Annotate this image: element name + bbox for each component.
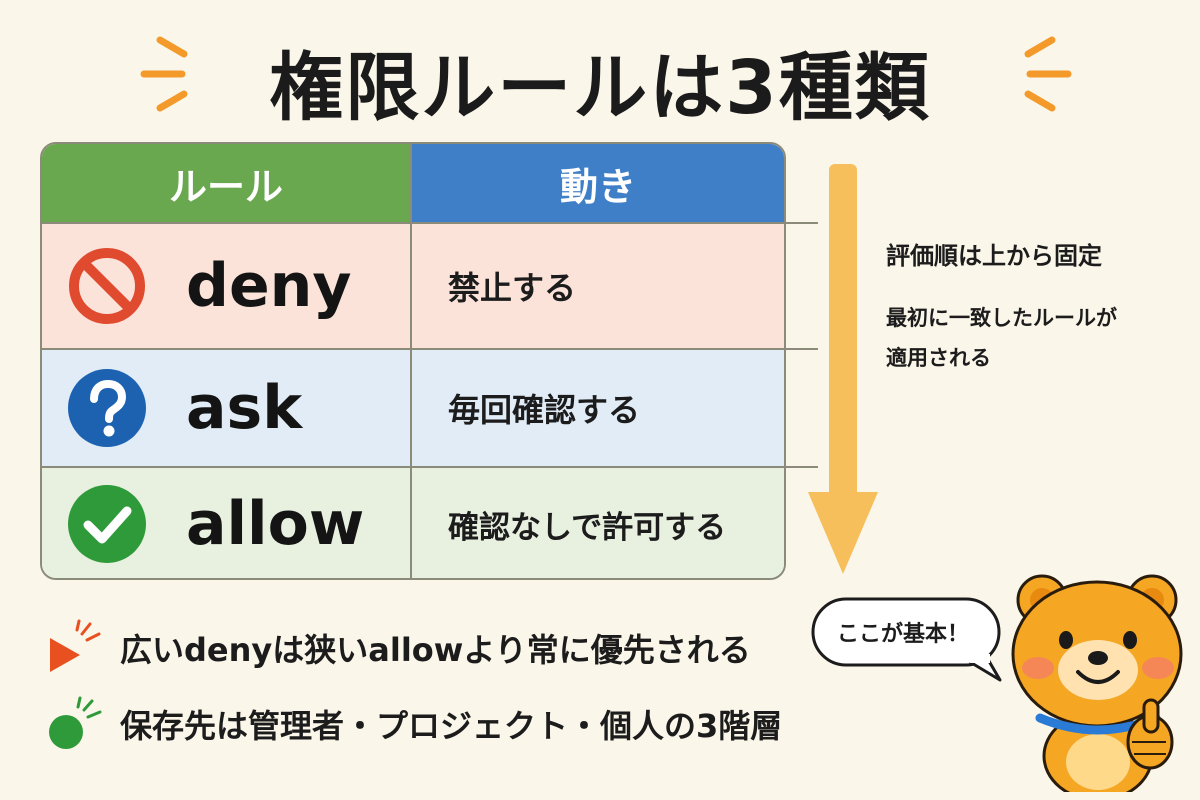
- rule-name-ask: ask: [186, 373, 303, 443]
- rule-cell-allow: allow: [42, 468, 412, 578]
- action-text-ask: 毎回確認する: [448, 391, 641, 429]
- table-row-ask: ask 毎回確認する: [42, 350, 784, 468]
- triangle-play-icon: [50, 619, 101, 672]
- table-header-row: ルール 動き: [42, 144, 784, 224]
- question-icon: [68, 369, 146, 447]
- table-row-deny: deny 禁止する: [42, 224, 784, 350]
- rule-name-deny: deny: [186, 251, 352, 321]
- action-cell-deny: 禁止する: [412, 224, 784, 348]
- burst-left-icon: [140, 36, 188, 112]
- note-item: 広いdenyは狭いallowより常に優先される: [44, 618, 751, 678]
- check-icon: [68, 485, 146, 563]
- action-cell-allow: 確認なしで許可する: [412, 468, 784, 578]
- row-guide-line: [786, 348, 818, 350]
- evaluation-order-title: 評価順は上から固定: [886, 242, 1102, 270]
- down-arrow-icon: [808, 164, 878, 574]
- note-text: 広いdenyは狭いallowより常に優先される: [120, 631, 751, 669]
- action-text-deny: 禁止する: [448, 269, 577, 307]
- note-text: 保存先は管理者・プロジェクト・個人の3階層: [120, 707, 783, 745]
- speech-bubble-text: ここが基本！: [836, 622, 969, 647]
- evaluation-order-line: 最初に一致したルールが: [886, 306, 1117, 330]
- evaluation-order-description: 最初に一致したルールが 適用される: [886, 298, 1186, 378]
- rule-name-allow: allow: [186, 489, 365, 559]
- row-guide-line: [786, 222, 818, 224]
- speech-bubble: [811, 597, 1002, 682]
- action-cell-ask: 毎回確認する: [412, 350, 784, 466]
- bear-mascot-icon: [1011, 574, 1183, 792]
- action-text-allow: 確認なしで許可する: [448, 509, 727, 546]
- rule-column-header: ルール: [42, 144, 412, 222]
- rule-cell-ask: ask: [42, 350, 412, 466]
- rules-table: ルール 動き deny 禁止する ask 毎回確認する: [40, 142, 786, 580]
- evaluation-order-line: 適用される: [886, 346, 991, 370]
- burst-right-icon: [1024, 36, 1072, 112]
- prohibited-icon: [69, 248, 145, 324]
- action-column-header: 動き: [412, 144, 784, 222]
- page-title: 権限ルールは3種類: [269, 45, 931, 131]
- table-row-allow: allow 確認なしで許可する: [42, 468, 784, 578]
- note-item: 保存先は管理者・プロジェクト・個人の3階層: [44, 694, 782, 754]
- row-guide-line: [786, 466, 818, 468]
- rule-cell-deny: deny: [42, 224, 412, 348]
- green-dot-icon: [49, 696, 102, 749]
